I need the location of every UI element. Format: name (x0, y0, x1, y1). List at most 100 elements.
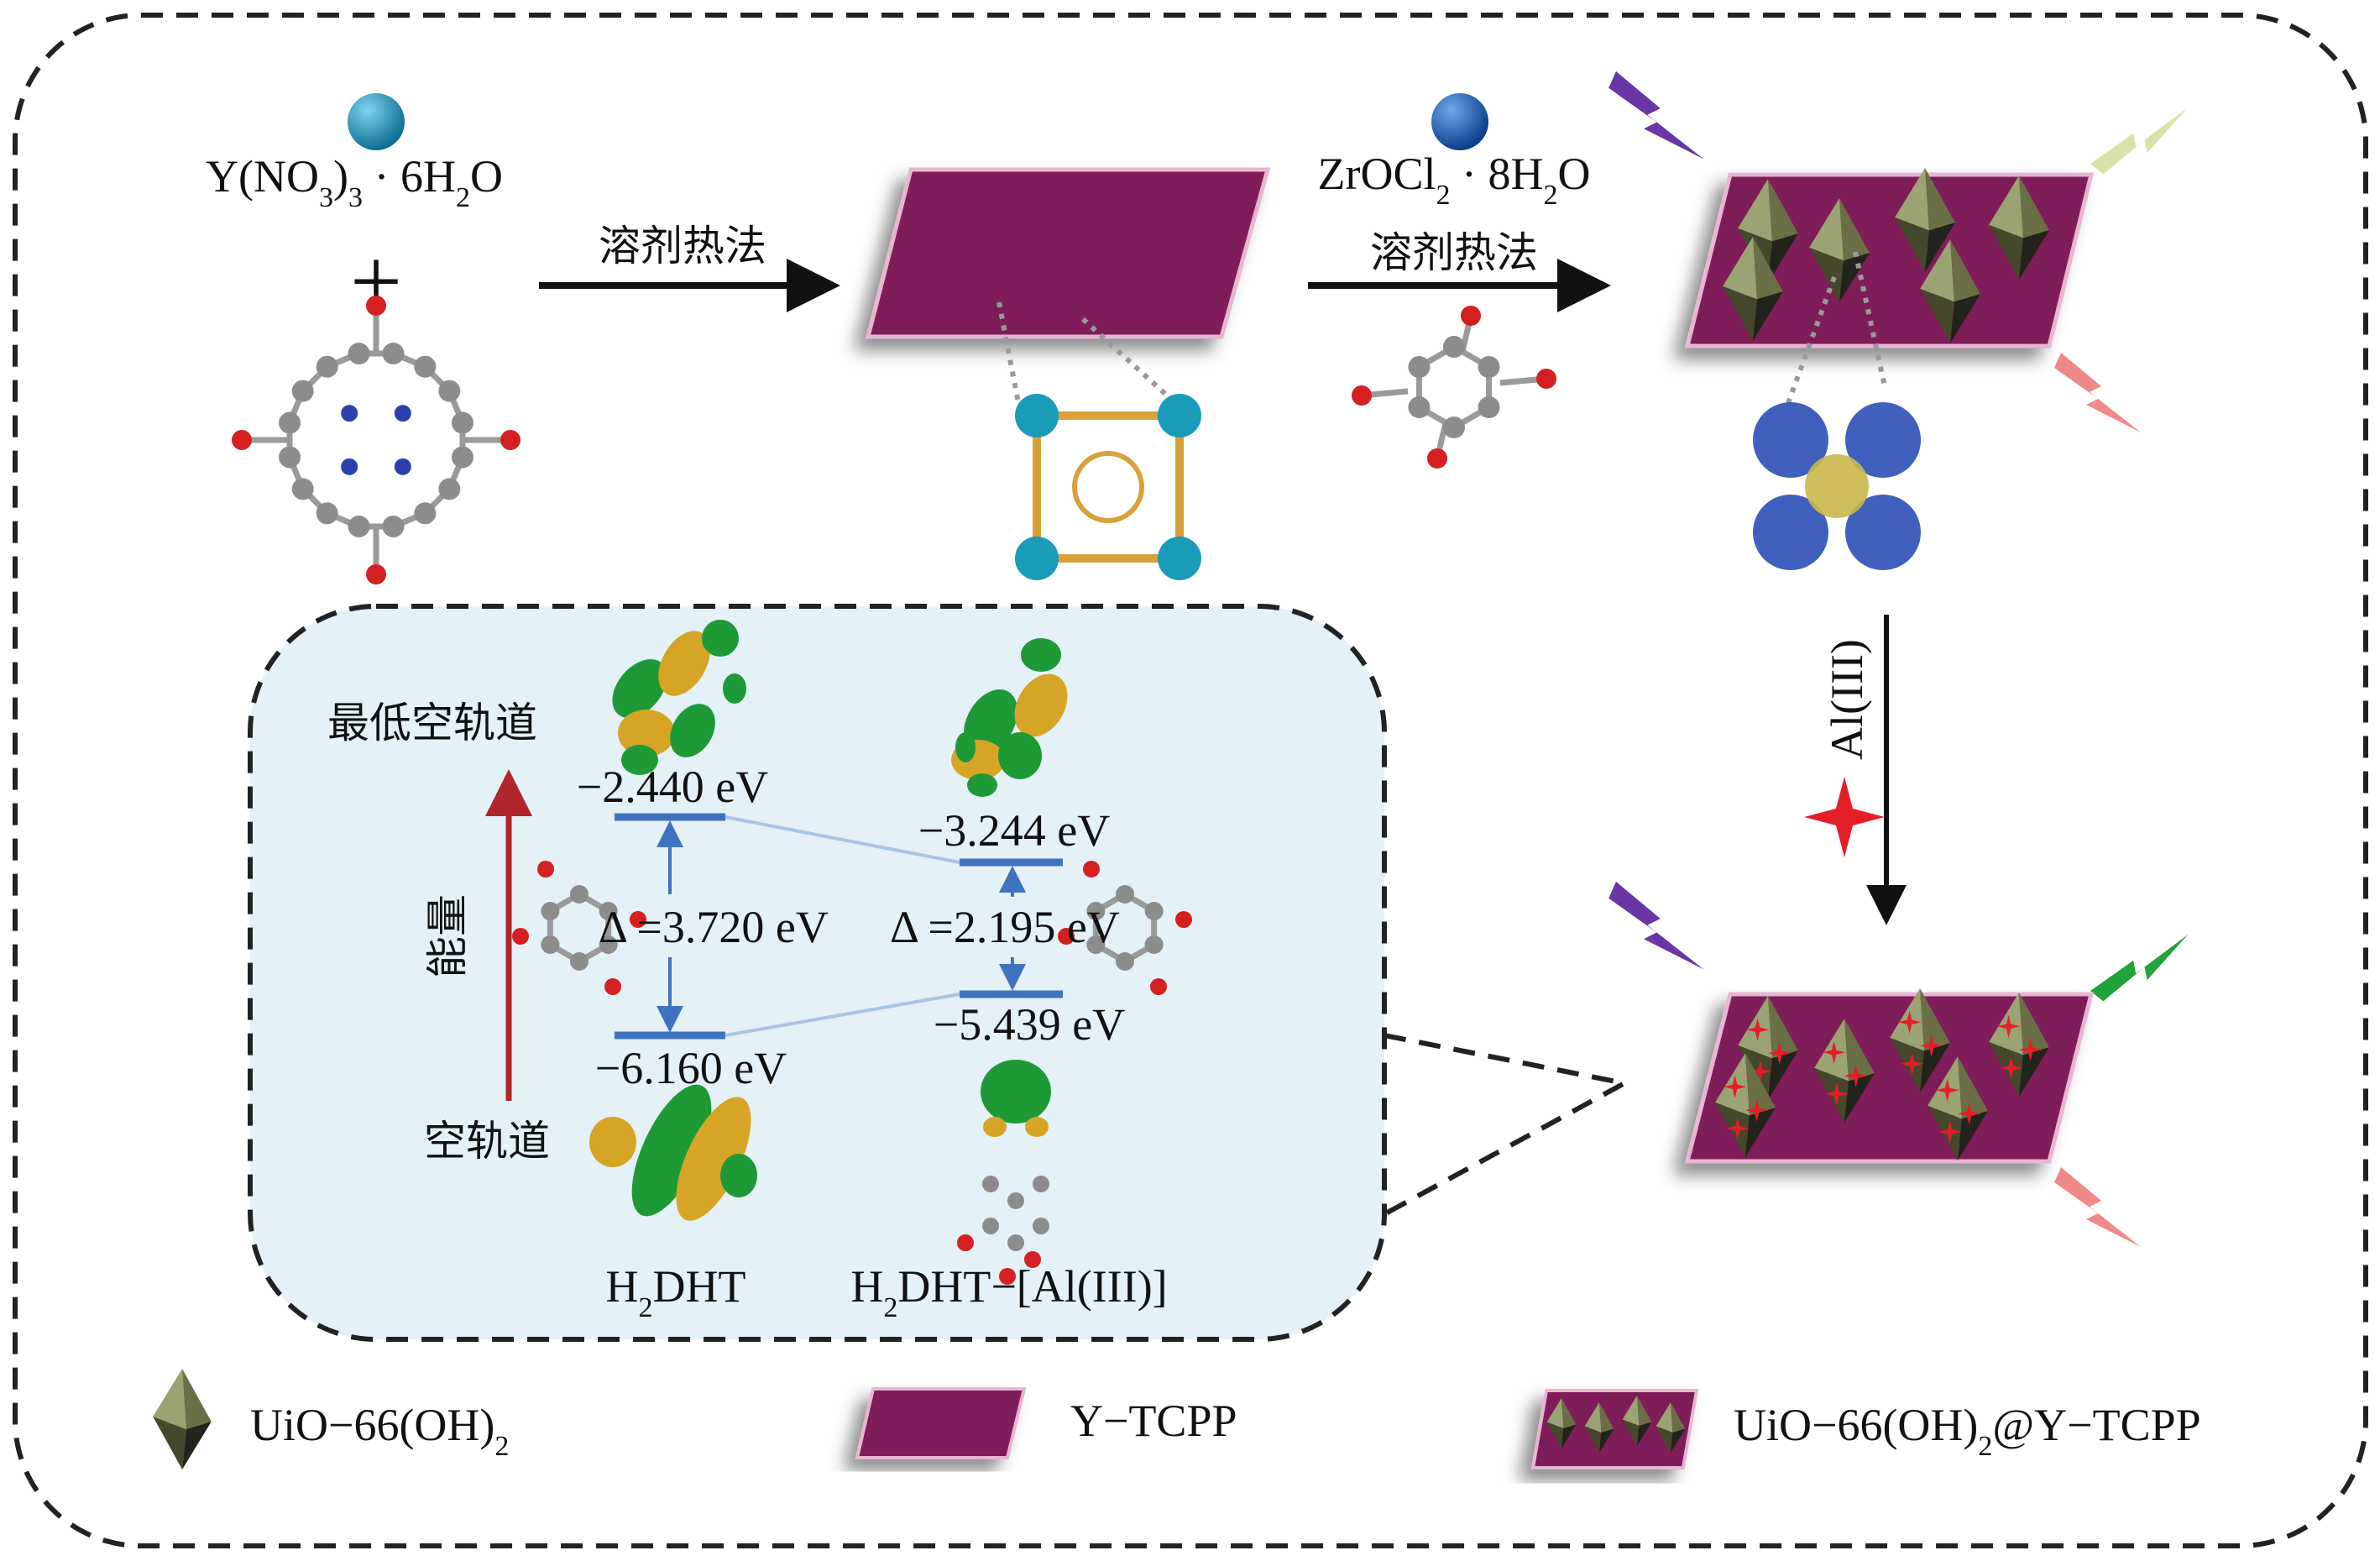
orbital-lobe (983, 1117, 1007, 1137)
red-star-icon (1938, 1120, 1962, 1144)
octahedron-icon (1723, 237, 1783, 341)
octahedron-face (1989, 993, 2023, 1056)
h2dht-gap-value: Δ =3.720 eV (599, 902, 829, 952)
oxygen-atom (1175, 911, 1192, 928)
legend-label-uio66: UiO−66(OH)2 (250, 1400, 509, 1462)
al-iii-label: Al(III) (1822, 639, 1872, 760)
red-star-icon (2000, 1056, 2023, 1080)
red-star-icon (1920, 1034, 1943, 1057)
orbital-lobe (702, 620, 739, 657)
oxygen-atom (999, 1268, 1016, 1285)
octahedron-face (1753, 291, 1783, 341)
oxygen-atom (604, 978, 621, 995)
framework-edge (1033, 411, 1184, 563)
octahedron-face (2019, 993, 2049, 1056)
framework-cluster (1845, 402, 1921, 478)
octahedron-face (1715, 1053, 1750, 1116)
uio66-octahedra-group (1723, 168, 2049, 343)
octahedron-face (1958, 1111, 1988, 1160)
octahedron-face (1671, 1402, 1686, 1433)
oxygen-atom (1150, 978, 1167, 995)
orbital-lobe (589, 1117, 636, 1167)
octahedron-face (182, 1369, 212, 1429)
oxygen-atom (1461, 306, 1481, 326)
uv-lightning-icon (1608, 71, 1704, 160)
octahedron-face (1920, 239, 1954, 302)
legend-octahedron-icon (153, 1369, 212, 1469)
tcpp-molecule (232, 296, 520, 584)
legend-ytcpp-icon (855, 1387, 1027, 1459)
octahedron-icon (1622, 1396, 1652, 1446)
oxygen-atom (957, 1234, 974, 1251)
atom (541, 935, 560, 954)
octahedron-icon (1895, 168, 1955, 272)
octahedron-face (1723, 237, 1757, 300)
octahedron-icon (1584, 1402, 1614, 1453)
oxygen-atom (1058, 928, 1075, 945)
octahedron-icon (1656, 1402, 1686, 1453)
step2-label: 溶剂热法 (1370, 228, 1538, 277)
atom (438, 380, 461, 402)
atom (348, 343, 370, 365)
atom (1086, 902, 1106, 920)
atom (414, 355, 437, 378)
complex-homo-value: −5.439 eV (934, 999, 1125, 1050)
octahedron-icon (1738, 179, 1798, 283)
octahedron-icon (1546, 1398, 1577, 1448)
orbital-lobe (676, 1097, 751, 1221)
octahedron-icon (1814, 1019, 1875, 1123)
atom (1116, 885, 1134, 904)
octahedron-face (1671, 1428, 1686, 1453)
orbital-lobe (631, 1084, 712, 1217)
uio66-on-ytcpp-structure (1753, 402, 1921, 570)
step1-label: 溶剂热法 (599, 222, 766, 270)
h2dht-linker-molecule (1352, 306, 1556, 469)
octahedron-face (1637, 1396, 1652, 1426)
octahedron-icon (1928, 1056, 1988, 1160)
red-star-icon (1822, 1040, 1846, 1064)
red-star-icon (1901, 1052, 1924, 1076)
orbital-lobe (955, 732, 976, 762)
atom (316, 502, 338, 525)
outer-frame (13, 13, 2368, 1548)
atom (341, 458, 358, 475)
callout-line (1383, 1033, 1632, 1217)
atom (570, 952, 588, 971)
red-star-icon (1844, 1064, 1868, 1087)
atom (982, 1176, 999, 1192)
octahedron-icon (1989, 175, 2049, 280)
orbital-visualizations (512, 620, 1192, 1285)
oxygen-atom (537, 861, 554, 877)
atom (291, 478, 314, 500)
complex-gap-value: Δ =2.195 eV (890, 902, 1120, 952)
octahedron-face (182, 1422, 212, 1469)
oxygen-atom (512, 928, 529, 945)
octahedron-icon (1890, 988, 1950, 1092)
octahedron-face (1637, 1422, 1652, 1446)
octahedron-face (1768, 1050, 1798, 1100)
atom (982, 1218, 999, 1234)
octahedron-face (153, 1417, 186, 1469)
red-star-icon (1745, 1098, 1769, 1122)
octahedron-face (2019, 1047, 2049, 1097)
atom (1443, 416, 1465, 438)
emission-lightning-icon (2090, 934, 2189, 1002)
oxygen-atom (1427, 448, 1447, 469)
atom (341, 405, 358, 422)
connector-homo (724, 993, 960, 1037)
metal-node (1158, 394, 1201, 437)
porphyrin-ring (1072, 451, 1144, 523)
orbital-lobe (670, 704, 715, 757)
octahedron-face (1920, 1043, 1950, 1092)
octahedron-face (1925, 223, 1955, 272)
octahedron-face (2019, 175, 2049, 238)
atom (348, 515, 370, 537)
octahedron-face (1950, 294, 1980, 343)
atom (1478, 396, 1500, 418)
orbital-lobe (963, 689, 1018, 755)
atom (451, 411, 473, 434)
zoom-dotted-line (1080, 317, 1178, 406)
octahedron-face (1584, 1402, 1602, 1433)
oxygen-atom (1536, 369, 1556, 389)
octahedron-face (1989, 175, 2023, 238)
